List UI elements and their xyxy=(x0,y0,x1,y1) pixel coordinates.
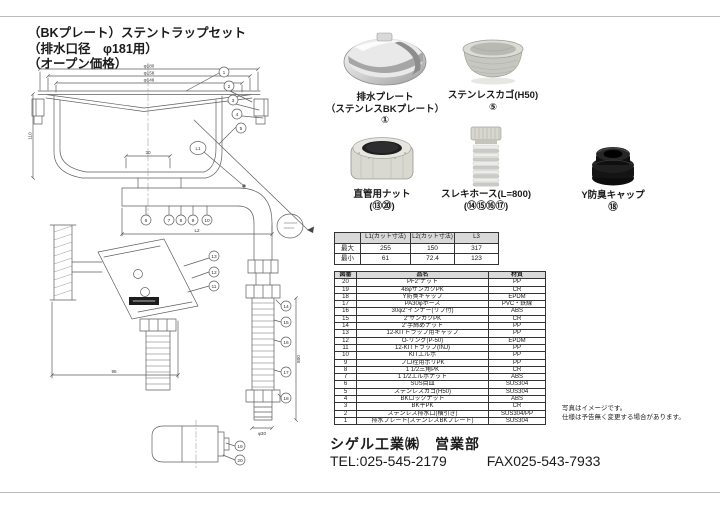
dim-col-corner xyxy=(334,232,361,244)
svg-text:1: 1 xyxy=(223,70,226,76)
svg-text:12: 12 xyxy=(211,270,217,276)
fax-number: FAX025-543-7933 xyxy=(486,453,601,469)
product-title: （BKプレート）ステントラップセット （排水口径 φ181用） （オープン価格） xyxy=(28,26,246,73)
stainless-basket-photo xyxy=(462,39,524,85)
page-bottom-rule xyxy=(0,492,720,493)
title-line-3: （オープン価格） xyxy=(28,57,128,71)
note-line-1: 写真はイメージです。 xyxy=(562,405,627,412)
svg-text:17: 17 xyxy=(283,370,289,376)
stainless-basket-caption: ステンレスカゴ(H50) ⑤ xyxy=(447,90,539,113)
svg-text:3: 3 xyxy=(232,98,235,104)
y-odor-cap-caption: Y防臭キャップ ⑱ xyxy=(581,190,645,213)
title-line-1: （BKプレート）ステントラップセット xyxy=(28,26,247,40)
svg-text:φ146: φ146 xyxy=(144,78,155,83)
cut-dimension-table: L1(カット寸法) L2(カット寸法) L3 最大 255 150 317 最小… xyxy=(334,232,499,265)
drain-plate-caption: 排水プレート （ステンレスBKプレート） ① xyxy=(325,92,445,126)
tel-number: TEL:025-545-2179 xyxy=(330,453,447,469)
note-line-2: 仕様は予告無く変更する場合があります。 xyxy=(562,414,685,421)
svg-text:11: 11 xyxy=(212,284,217,290)
straight-pipe-nut-photo xyxy=(350,137,414,180)
svg-text:800: 800 xyxy=(296,355,301,363)
svg-text:9: 9 xyxy=(192,218,195,224)
svg-text:φ180: φ180 xyxy=(144,64,155,69)
disclaimer-notes: 写真はイメージです。 仕様は予告無く変更する場合があります。 xyxy=(562,404,685,422)
drawing-lines xyxy=(31,62,314,469)
dimension-labels: φ180 φ158 φ146 30 110 L2 L1 95 800 φ30 xyxy=(28,64,302,437)
svg-text:4: 4 xyxy=(236,112,239,118)
svg-text:φ30: φ30 xyxy=(258,431,267,436)
svg-text:13: 13 xyxy=(211,254,217,260)
svg-text:16: 16 xyxy=(283,340,289,346)
svg-text:30: 30 xyxy=(145,150,151,155)
svg-text:7: 7 xyxy=(168,218,171,224)
parts-header-row: 図番 品名 材質 xyxy=(334,270,546,280)
svg-text:20: 20 xyxy=(237,458,243,464)
dim-row-min: 最小 61 72.4 123 xyxy=(334,253,499,265)
svg-text:95: 95 xyxy=(111,369,117,374)
y-odor-cap-photo xyxy=(592,147,634,186)
col-material: 材質 xyxy=(488,270,546,280)
dim-col-l1: L1(カット寸法) xyxy=(360,232,411,244)
dim-col-l3: L3 xyxy=(454,232,499,244)
svg-text:18: 18 xyxy=(283,396,289,402)
svg-text:10: 10 xyxy=(204,218,210,224)
dim-col-l2: L2(カット寸法) xyxy=(410,232,455,244)
svg-text:5: 5 xyxy=(240,126,243,132)
svg-text:8: 8 xyxy=(180,218,183,224)
page-top-rule xyxy=(0,16,720,17)
contact-line: TEL:025-545-2179 FAX025-543-7933 xyxy=(330,453,600,469)
svg-text:φ158: φ158 xyxy=(144,71,155,76)
svg-text:110: 110 xyxy=(28,132,33,140)
svg-text:2: 2 xyxy=(228,84,231,90)
dim-header-row: L1(カット寸法) L2(カット寸法) L3 xyxy=(334,232,499,244)
technical-drawing: 1 2 3 4 5 6 7 8 9 10 13 12 11 14 15 16 1… xyxy=(28,62,314,469)
svg-text:15: 15 xyxy=(283,320,289,326)
col-part-name: 品名 xyxy=(356,270,489,280)
straight-pipe-nut-caption: 直管用ナット (⑬⑳) xyxy=(353,189,411,212)
svg-text:6: 6 xyxy=(145,218,148,224)
callout-circles xyxy=(140,66,292,466)
callout-numbers: 1 2 3 4 5 6 7 8 9 10 13 12 11 14 15 16 1… xyxy=(145,70,289,464)
title-line-2: （排水口径 φ181用） xyxy=(28,41,158,56)
drain-plate-photo xyxy=(343,32,427,86)
company-name: シゲル工業㈱ 営業部 xyxy=(330,436,480,452)
flexible-hose-caption: スレキホース(L=800) (⑭⑮⑯⑰) xyxy=(440,189,532,212)
svg-text:L1: L1 xyxy=(195,146,201,151)
flexible-hose-photo xyxy=(470,126,502,187)
svg-text:14: 14 xyxy=(283,304,289,310)
svg-text:19: 19 xyxy=(237,444,243,450)
svg-text:L2: L2 xyxy=(194,228,200,233)
dim-row-max: 最大 255 150 317 xyxy=(334,242,499,254)
col-fig-no: 図番 xyxy=(334,270,357,280)
